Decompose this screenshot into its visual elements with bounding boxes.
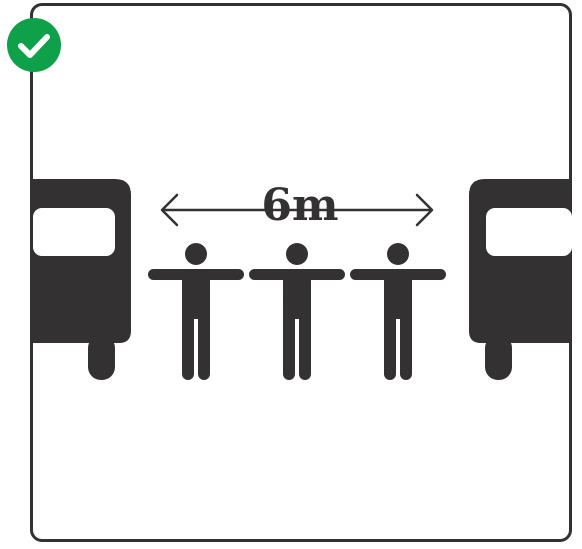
distance-label: 6m	[261, 180, 338, 231]
bus-left-icon	[33, 179, 131, 380]
person-icon	[148, 243, 244, 380]
check-circle-icon	[7, 18, 61, 72]
distance-arrow-icon	[160, 193, 434, 227]
person-icon	[249, 243, 345, 380]
person-icon	[350, 243, 446, 380]
bus-right-icon	[469, 179, 572, 380]
